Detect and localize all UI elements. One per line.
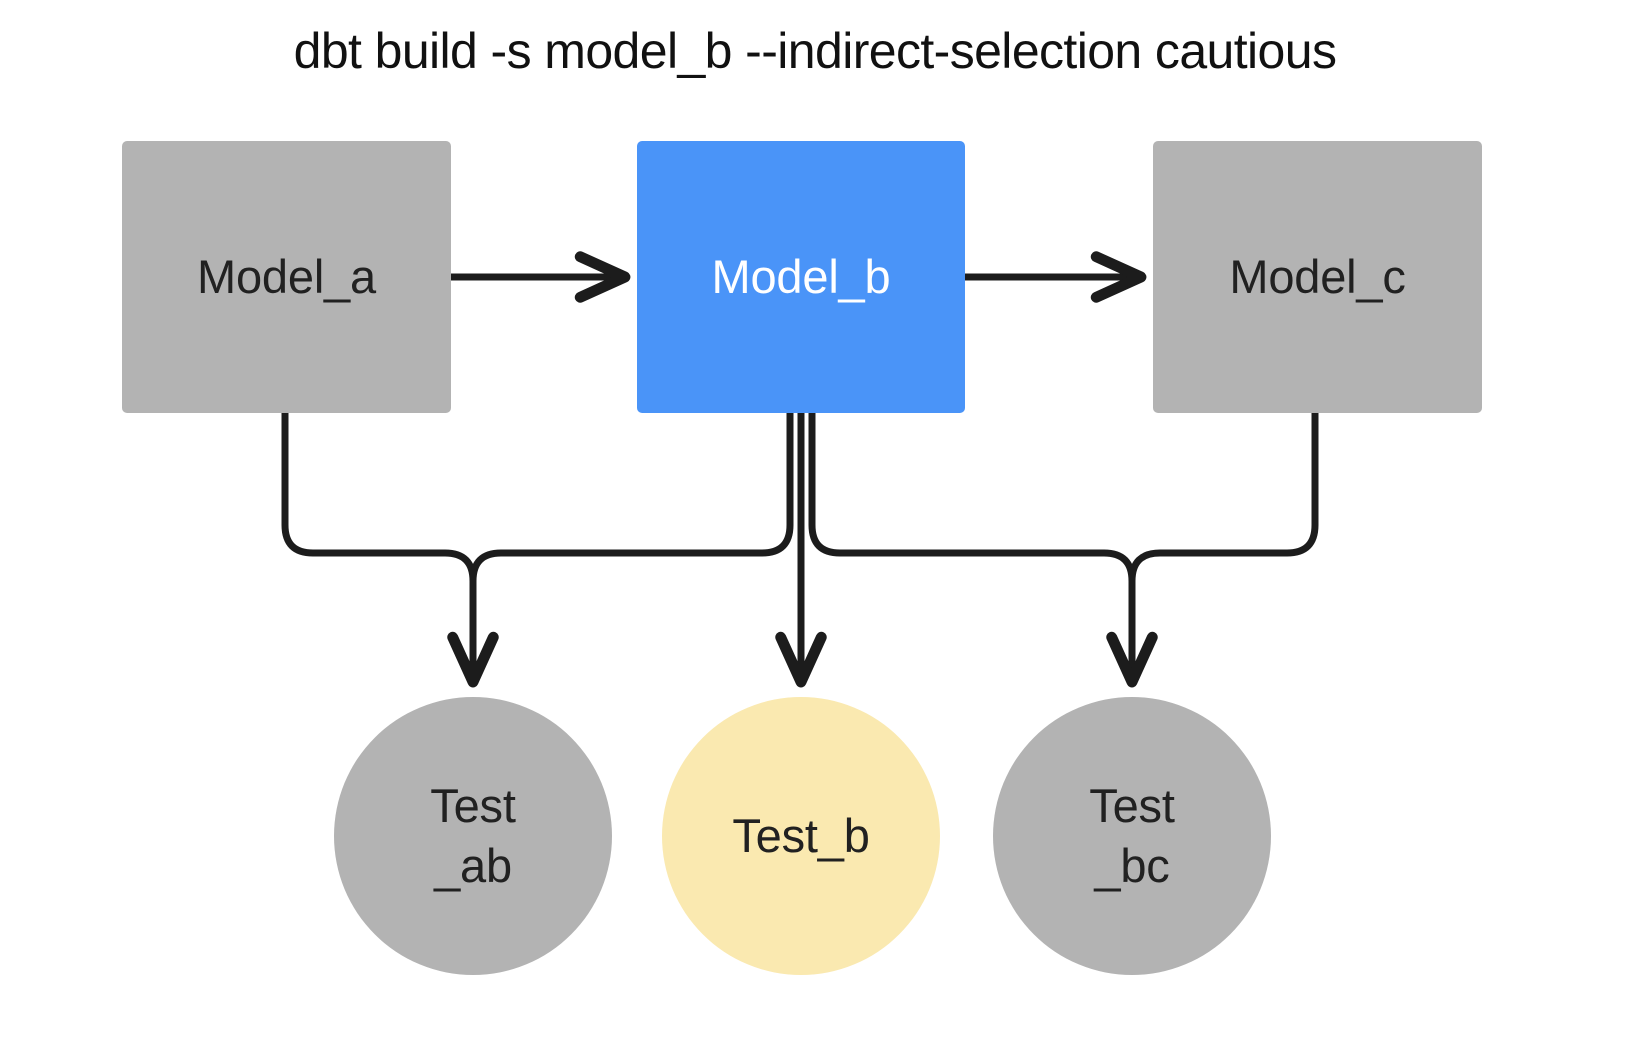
node-shapes bbox=[122, 141, 1482, 975]
diagram-title: dbt build -s model_b --indirect-selectio… bbox=[293, 23, 1337, 79]
edge-model-b-to-test-ab bbox=[469, 413, 794, 682]
node-model-b[interactable] bbox=[637, 141, 965, 413]
edge-model-a-to-test-ab bbox=[281, 413, 499, 688]
node-model-a[interactable] bbox=[122, 141, 451, 413]
node-test-bc[interactable] bbox=[993, 697, 1271, 975]
node-test-ab[interactable] bbox=[334, 697, 612, 975]
edge-model-c-to-test-bc bbox=[1106, 413, 1319, 688]
node-model-c[interactable] bbox=[1153, 141, 1482, 413]
edge-model-b-to-test-bc bbox=[808, 413, 1136, 682]
node-test-b[interactable] bbox=[662, 697, 940, 975]
